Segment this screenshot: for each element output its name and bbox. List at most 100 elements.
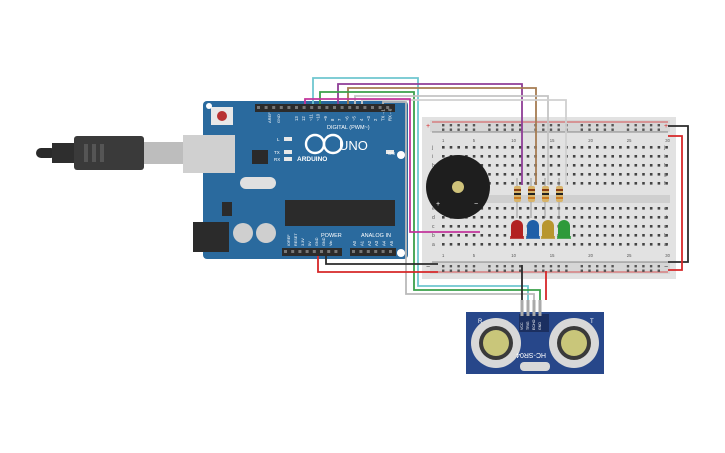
breadboard-hole[interactable] [611, 164, 614, 167]
breadboard-hole[interactable] [526, 173, 530, 176]
breadboard-hole[interactable] [588, 216, 591, 219]
rail-hole[interactable] [449, 128, 453, 131]
rail-hole[interactable] [495, 265, 499, 268]
breadboard-hole[interactable] [596, 155, 599, 158]
breadboard-hole[interactable] [503, 216, 507, 219]
breadboard-hole[interactable] [465, 234, 468, 237]
breadboard-hole[interactable] [665, 216, 668, 219]
rail-hole[interactable] [472, 269, 476, 272]
breadboard-hole[interactable] [611, 207, 614, 210]
breadboard-hole[interactable] [611, 173, 614, 176]
breadboard-hole[interactable] [480, 146, 484, 149]
breadboard-hole[interactable] [596, 207, 599, 210]
breadboard-hole[interactable] [549, 243, 553, 246]
header-pin[interactable] [374, 250, 378, 253]
breadboard-hole[interactable] [665, 225, 668, 228]
rail-hole[interactable] [634, 128, 637, 131]
rail-hole[interactable] [465, 124, 468, 127]
header-pin[interactable] [279, 106, 283, 109]
rail-hole[interactable] [534, 265, 537, 268]
header-pin[interactable] [348, 106, 352, 109]
breadboard-hole[interactable] [657, 216, 661, 219]
breadboard-hole[interactable] [603, 155, 607, 158]
breadboard-hole[interactable] [488, 207, 491, 210]
breadboard-hole[interactable] [619, 216, 622, 219]
header-pin[interactable] [312, 250, 316, 253]
breadboard-hole[interactable] [665, 234, 668, 237]
rail-hole[interactable] [472, 265, 476, 268]
breadboard-hole[interactable] [449, 225, 453, 228]
breadboard-hole[interactable] [588, 234, 591, 237]
breadboard-hole[interactable] [657, 173, 661, 176]
breadboard-hole[interactable] [542, 182, 545, 185]
breadboard-hole[interactable] [603, 234, 607, 237]
rail-hole[interactable] [495, 124, 499, 127]
breadboard-hole[interactable] [572, 155, 576, 158]
breadboard-hole[interactable] [534, 207, 537, 210]
rail-hole[interactable] [457, 265, 460, 268]
breadboard-hole[interactable] [665, 146, 668, 149]
breadboard-hole[interactable] [580, 173, 584, 176]
header-pin[interactable] [320, 250, 323, 253]
rail-hole[interactable] [519, 128, 522, 131]
breadboard-hole[interactable] [495, 146, 499, 149]
rail-hole[interactable] [465, 265, 468, 268]
header-pin[interactable] [334, 250, 338, 253]
header-pin[interactable] [371, 106, 374, 109]
breadboard-hole[interactable] [619, 155, 622, 158]
header-pin[interactable] [378, 106, 382, 109]
rail-hole[interactable] [596, 128, 599, 131]
rail-hole[interactable] [495, 128, 499, 131]
breadboard-hole[interactable] [542, 146, 545, 149]
breadboard-hole[interactable] [534, 243, 537, 246]
breadboard-hole[interactable] [472, 243, 476, 246]
rail-hole[interactable] [611, 269, 614, 272]
rail-hole[interactable] [503, 128, 506, 131]
rail-hole[interactable] [634, 124, 637, 127]
breadboard-hole[interactable] [457, 234, 460, 237]
breadboard-hole[interactable] [611, 234, 614, 237]
breadboard-hole[interactable] [472, 146, 476, 149]
breadboard-hole[interactable] [488, 234, 491, 237]
header-pin[interactable] [325, 106, 329, 109]
breadboard-hole[interactable] [580, 216, 584, 219]
rail-hole[interactable] [549, 124, 553, 127]
breadboard-hole[interactable] [457, 225, 460, 228]
breadboard-hole[interactable] [572, 243, 576, 246]
breadboard-hole[interactable] [503, 164, 507, 167]
sensor-pin[interactable] [526, 300, 530, 316]
breadboard-hole[interactable] [619, 173, 622, 176]
breadboard-hole[interactable] [588, 155, 591, 158]
breadboard-hole[interactable] [534, 216, 537, 219]
rail-hole[interactable] [611, 124, 614, 127]
breadboard-hole[interactable] [472, 225, 476, 228]
breadboard-hole[interactable] [642, 225, 645, 228]
breadboard-hole[interactable] [634, 164, 638, 167]
rail-hole[interactable] [534, 269, 537, 272]
rail-hole[interactable] [649, 124, 653, 127]
breadboard-hole[interactable] [572, 216, 576, 219]
breadboard-hole[interactable] [488, 146, 491, 149]
breadboard-hole[interactable] [511, 182, 514, 185]
breadboard-hole[interactable] [526, 155, 530, 158]
breadboard-hole[interactable] [634, 234, 638, 237]
rail-hole[interactable] [457, 269, 460, 272]
breadboard-hole[interactable] [495, 216, 499, 219]
rail-hole[interactable] [511, 124, 514, 127]
breadboard-hole[interactable] [495, 207, 499, 210]
breadboard-hole[interactable] [519, 164, 522, 167]
breadboard-hole[interactable] [588, 146, 591, 149]
rail-hole[interactable] [542, 269, 545, 272]
rail-hole[interactable] [457, 124, 460, 127]
breadboard-hole[interactable] [642, 164, 645, 167]
breadboard-hole[interactable] [619, 225, 622, 228]
breadboard-hole[interactable] [488, 225, 491, 228]
rail-hole[interactable] [603, 269, 607, 272]
rail-hole[interactable] [580, 265, 583, 268]
breadboard-hole[interactable] [649, 155, 653, 158]
rail-hole[interactable] [549, 128, 553, 131]
rail-hole[interactable] [557, 269, 560, 272]
breadboard-hole[interactable] [603, 173, 607, 176]
breadboard-hole[interactable] [657, 234, 661, 237]
breadboard-hole[interactable] [611, 182, 614, 185]
